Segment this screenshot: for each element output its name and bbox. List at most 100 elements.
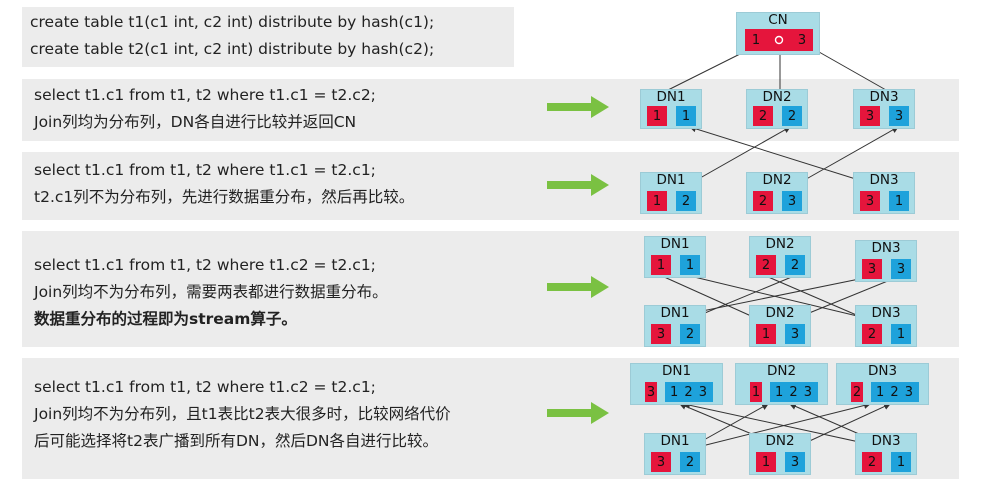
- blue-cell: 1: [891, 324, 911, 344]
- cn-cell-2: [767, 29, 791, 51]
- dn-label: DN3: [871, 305, 901, 321]
- s3-bottom-dn1: DN1 3 2: [644, 305, 706, 347]
- dn-label: DN1: [656, 89, 686, 105]
- blue-cell: 1: [891, 452, 911, 472]
- scenario-1-text: select t1.c1 from t1, t2 where t1.c1 = t…: [34, 82, 376, 136]
- ddl-line-1: create table t1(c1 int, c2 int) distribu…: [30, 13, 435, 31]
- s4-bottom-dn3: DN3 2 1: [855, 433, 917, 475]
- scenario-3-text: select t1.c1 from t1, t2 where t1.c2 = t…: [34, 252, 388, 333]
- arrow-right-icon: [547, 276, 609, 298]
- red-cell: 2: [756, 255, 776, 275]
- arrow-right-icon: [547, 402, 609, 424]
- dn-label: DN3: [867, 363, 898, 379]
- red-cell: 3: [645, 382, 657, 402]
- red-cell: 3: [651, 324, 671, 344]
- s1-dn2: DN2 2 2: [746, 89, 808, 129]
- dn-label: DN2: [765, 305, 795, 321]
- blue-cell: 2: [782, 106, 802, 126]
- red-cell: 3: [862, 259, 882, 279]
- red-cell: 3: [860, 191, 880, 211]
- cn-label: CN: [768, 12, 788, 28]
- scenario-2-note: t2.c1列不为分布列，先进行数据重分布，然后再比较。: [34, 188, 415, 206]
- s3-top-dn1: DN1 1 1: [644, 236, 706, 278]
- s1-dn1: DN1 1 1: [640, 89, 702, 129]
- red-cell: 1: [647, 106, 667, 126]
- red-cell: 2: [862, 452, 882, 472]
- scenario-3-note: Join列均不为分布列，需要两表都进行数据重分布。: [34, 283, 388, 301]
- s2-dn1: DN1 1 2: [640, 172, 702, 214]
- s4-top-dn3: DN3 2 1 2 3: [836, 363, 929, 405]
- s4-bottom-dn1: DN1 3 2: [644, 433, 706, 475]
- blue-cell: 2: [680, 324, 700, 344]
- blue-cell: 3: [785, 452, 805, 472]
- blue-cell: 2: [676, 191, 696, 211]
- s2-dn2: DN2 2 3: [746, 172, 808, 214]
- blue-cell: 1: [889, 191, 909, 211]
- s2-dn3: DN3 3 1: [853, 172, 915, 214]
- red-cell: 2: [862, 324, 882, 344]
- red-cell: 1: [651, 255, 671, 275]
- red-cell: 1: [647, 191, 667, 211]
- red-cell: 1: [750, 382, 762, 402]
- blue-cell: 1 2 3: [871, 382, 919, 402]
- blue-cell: 1 2 3: [770, 382, 818, 402]
- blue-cell: 2: [785, 255, 805, 275]
- dn-label: DN3: [871, 433, 901, 449]
- blue-cell: 3: [891, 259, 911, 279]
- blue-cell: 1: [680, 255, 700, 275]
- scenario-4-sql: select t1.c1 from t1, t2 where t1.c2 = t…: [34, 378, 376, 396]
- s3-top-dn3: DN3 3 3: [855, 240, 917, 282]
- dn-label: DN1: [660, 305, 690, 321]
- dn-label: DN1: [660, 236, 690, 252]
- blue-cell: 1 2 3: [665, 382, 713, 402]
- dn-label: DN3: [871, 240, 901, 256]
- dn-label: DN2: [766, 363, 797, 379]
- cn-cell-1: 1: [745, 29, 767, 51]
- red-cell: 2: [753, 106, 773, 126]
- scenario-4-text: select t1.c1 from t1, t2 where t1.c2 = t…: [34, 374, 451, 455]
- red-cell: 3: [860, 106, 880, 126]
- ddl-line-2: create table t2(c1 int, c2 int) distribu…: [30, 40, 435, 58]
- ddl-band: [22, 7, 514, 67]
- cn-cell-3: 3: [791, 29, 813, 51]
- s3-bottom-dn3: DN3 2 1: [855, 305, 917, 347]
- scenario-3-bold-note: 数据重分布的过程即为stream算子。: [34, 310, 297, 328]
- s3-bottom-dn2: DN2 1 3: [749, 305, 811, 347]
- dn-label: DN2: [762, 89, 792, 105]
- dn-label: DN2: [762, 172, 792, 188]
- scenario-4-note-2: 后可能选择将t2表广播到所有DN，然后DN各自进行比较。: [34, 432, 439, 450]
- cn-node: CN 1 3: [736, 12, 820, 55]
- red-cell: 2: [753, 191, 773, 211]
- blue-cell: 3: [785, 324, 805, 344]
- s4-bottom-dn2: DN2 1 3: [749, 433, 811, 475]
- scenario-2-sql: select t1.c1 from t1, t2 where t1.c1 = t…: [34, 161, 376, 179]
- circle-icon: [774, 35, 784, 45]
- scenario-1-note: Join列均为分布列，DN各自进行比较并返回CN: [34, 113, 357, 131]
- red-cell: 3: [651, 452, 671, 472]
- arrow-right-icon: [547, 174, 609, 196]
- dn-label: DN3: [869, 172, 899, 188]
- scenario-3-sql: select t1.c1 from t1, t2 where t1.c2 = t…: [34, 256, 376, 274]
- scenario-2-text: select t1.c1 from t1, t2 where t1.c1 = t…: [34, 157, 414, 211]
- dn-label: DN1: [661, 363, 692, 379]
- s1-dn3: DN3 3 3: [853, 89, 915, 129]
- red-cell: 1: [756, 452, 776, 472]
- arrow-right-icon: [547, 96, 609, 118]
- blue-cell: 1: [676, 106, 696, 126]
- scenario-1-sql: select t1.c1 from t1, t2 where t1.c1 = t…: [34, 86, 376, 104]
- dn-label: DN2: [765, 236, 795, 252]
- s4-top-dn1: DN1 3 1 2 3: [630, 363, 723, 405]
- scenario-4-note-1: Join列均不为分布列，且t1表比t2表大很多时，比较网络代价: [34, 405, 451, 423]
- s3-top-dn2: DN2 2 2: [749, 236, 811, 278]
- dn-label: DN1: [660, 433, 690, 449]
- red-cell: 2: [851, 382, 863, 402]
- blue-cell: 2: [680, 452, 700, 472]
- ddl-text: create table t1(c1 int, c2 int) distribu…: [30, 9, 434, 63]
- blue-cell: 3: [782, 191, 802, 211]
- dn-label: DN1: [656, 172, 686, 188]
- s4-top-dn2: DN2 1 1 2 3: [735, 363, 828, 405]
- red-cell: 1: [756, 324, 776, 344]
- blue-cell: 3: [889, 106, 909, 126]
- dn-label: DN2: [765, 433, 795, 449]
